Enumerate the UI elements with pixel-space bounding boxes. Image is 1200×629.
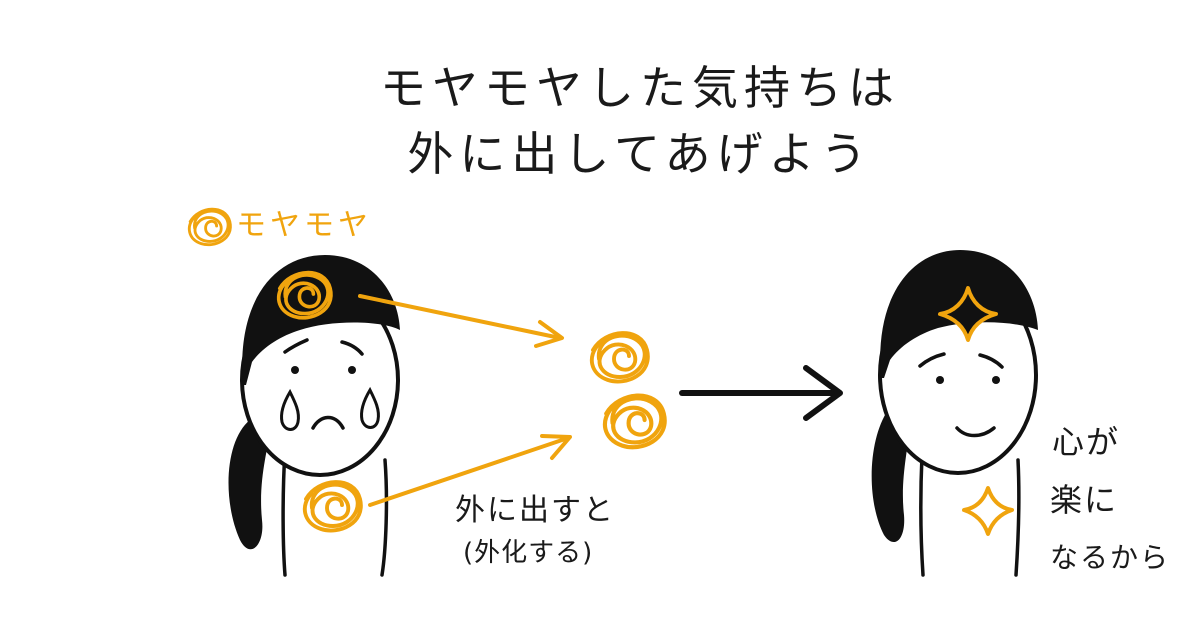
tear-right-icon [360,386,380,429]
title-line-2: 外に出してあげよう [407,127,873,181]
sad-person [228,255,400,577]
result-arrow-icon [679,365,843,421]
result-text-line-2: 楽に [1050,481,1119,519]
relieved-person-eyebrow-left [918,352,946,368]
sad-person-mouth [311,415,345,430]
externalize-arrows [358,294,572,507]
released-scribble-1-icon [589,331,650,384]
head-sparkle-icon [938,286,998,342]
sad-person-eye-left [291,366,299,374]
relieved-person-eye-left [936,376,944,384]
sad-person-eyebrow-right [340,340,364,356]
moyamoya-icon [187,207,232,247]
externalize-sublabel: (外化する) [463,538,594,568]
sad-person-eye-right [348,366,356,374]
sad-person-ponytail [228,420,270,550]
released-scribble-2-icon [605,396,665,448]
relieved-person-body [919,453,1021,577]
tear-left-icon [280,388,300,431]
relieved-person [871,250,1038,577]
relieved-person-mouth [955,426,996,438]
chest-sparkle-icon [962,486,1014,536]
sad-person-eyebrow-left [283,338,309,354]
externalize-label: 外に出すと [455,493,615,528]
relieved-person-eye-right [992,376,1000,384]
result-text-line-3: なるから [1050,541,1171,574]
chest-scribble-icon [302,480,363,533]
relieved-person-eyebrow-right [978,353,1004,369]
moyamoya-label: モヤモヤ [236,208,372,243]
result-text-line-1: 心が [1052,423,1121,461]
title-line-1: モヤモヤした気持ちは [380,61,900,115]
